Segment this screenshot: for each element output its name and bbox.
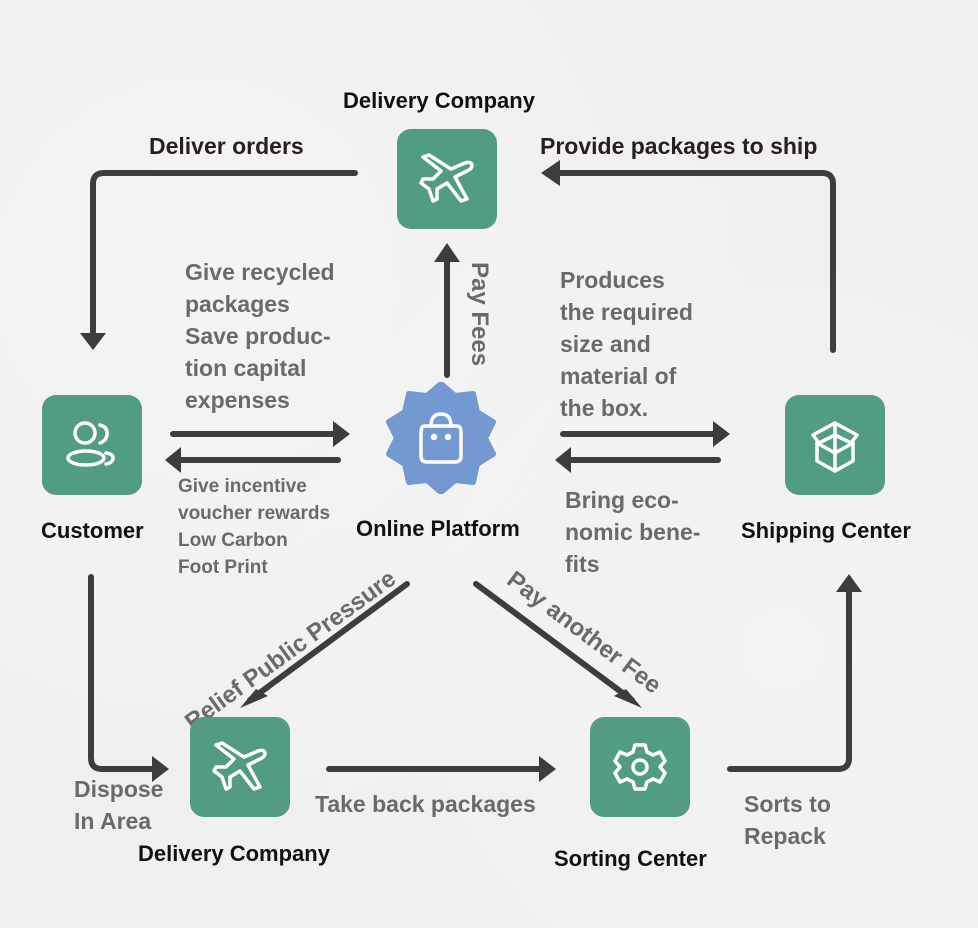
edge-label-pay-fees: Pay Fees	[466, 262, 493, 367]
arrow-pay-another-fee	[473, 581, 635, 703]
node-delivery-company-top[interactable]	[397, 129, 497, 229]
edge-label-give-incentive: Give incentive voucher rewards Low Carbo…	[178, 476, 331, 578]
node-sorting-center[interactable]	[590, 717, 690, 817]
node-label-delivery-top: Delivery Company	[343, 88, 535, 113]
arrow-provide-packages	[550, 170, 836, 353]
arrow-sorts-to-repack	[727, 583, 852, 772]
node-label-customer: Customer	[41, 518, 144, 543]
arrow-dispose-in-area	[88, 574, 158, 772]
users-icon	[66, 421, 115, 467]
edge-label-dispose-in-area: Dispose In Area	[74, 776, 164, 834]
node-label-online-platform: Online Platform	[356, 516, 520, 541]
edge-label-sorts-to-repack: Sorts to Repack	[744, 791, 831, 849]
node-online-platform[interactable]	[385, 382, 497, 494]
node-label-sorting-center: Sorting Center	[554, 846, 707, 871]
gear-icon	[613, 743, 667, 791]
edge-label-give-recycled: Give recycled packages Save produc- tion…	[185, 259, 335, 413]
edge-label-deliver-orders: Deliver orders	[149, 133, 304, 159]
edge-label-take-back: Take back packages	[315, 791, 536, 817]
shopping-bag-icon	[419, 412, 463, 464]
node-delivery-company-bottom[interactable]	[190, 717, 290, 817]
node-customer[interactable]	[42, 395, 142, 495]
hub-badge	[386, 382, 496, 494]
edge-label-bring-benefits: Bring eco- nomic bene- fits	[565, 487, 701, 577]
edge-label-provide-packages: Provide packages to ship	[540, 133, 818, 159]
node-label-shipping-center: Shipping Center	[741, 518, 911, 543]
arrow-relief-pressure	[247, 581, 410, 703]
node-shipping-center[interactable]	[785, 395, 885, 495]
arrow-deliver-orders	[90, 170, 358, 343]
airplane-icon	[419, 153, 474, 203]
node-label-delivery-bottom: Delivery Company	[138, 841, 330, 866]
edge-label-produces-box: Produces the required size and material …	[560, 267, 693, 421]
package-box-icon	[811, 421, 859, 473]
airplane-icon	[212, 741, 267, 791]
